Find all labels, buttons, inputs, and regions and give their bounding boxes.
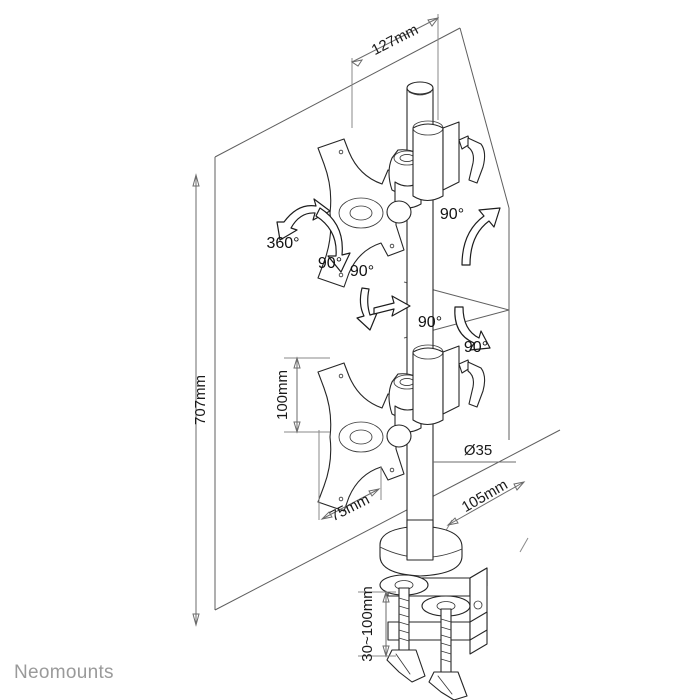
arrow-mid-swivel-90 xyxy=(373,295,411,317)
reference-plane-lines xyxy=(214,27,561,611)
clamp-knob-right-line xyxy=(437,675,453,695)
lower-lever-handle xyxy=(467,361,486,408)
dimension-vesa-height: 100mm xyxy=(274,356,335,434)
lower-vesa-plate xyxy=(317,362,405,512)
brand-logo-text: Neomounts xyxy=(14,662,114,683)
lower-vesa-hole-tl xyxy=(338,373,344,379)
callout-mid-rotate-90: 90° xyxy=(350,263,374,280)
dimension-label-diameter: Ø35 xyxy=(464,442,492,459)
dim-arrow-127-left xyxy=(350,59,364,67)
upper-vesa-hub-outer xyxy=(338,197,384,229)
lower-vesa-hole-br xyxy=(389,467,395,473)
plane-edge-top-right xyxy=(459,27,510,209)
dimension-label-clamp-range: 30~100mm xyxy=(359,586,376,661)
dimension-label-100mm: 100mm xyxy=(274,370,291,420)
pole-top-cap xyxy=(406,81,434,95)
upper-collar-body xyxy=(412,123,444,202)
dim-line-127 xyxy=(351,17,439,63)
dimension-label-707mm: 707mm xyxy=(192,375,209,425)
clamp-screw-right xyxy=(440,608,452,673)
clamp-knob-left-line xyxy=(395,653,411,675)
lower-collar-body xyxy=(412,347,444,426)
dim-line-105 xyxy=(447,481,525,526)
callout-360-degrees: 360° xyxy=(266,235,299,252)
pole-through-base xyxy=(406,519,434,561)
dim-arrow-100-top xyxy=(293,356,301,369)
callout-upper-tilt-90: 90° xyxy=(318,255,342,272)
arrow-360-rotate xyxy=(276,198,331,241)
dim-arrow-707-bottom xyxy=(192,613,200,627)
clamp-back-hole xyxy=(473,600,483,610)
callout-upper-swivel-90: 90° xyxy=(440,206,464,223)
lower-vesa-hole-bl xyxy=(338,496,344,502)
dim-arrow-75-left xyxy=(320,511,333,520)
upper-rotation-arrows: 360° 90° 90° xyxy=(266,198,501,273)
plane-edge-top-left xyxy=(214,27,461,158)
dimension-total-height: 707mm xyxy=(192,173,209,627)
clamp-screw-right-threads xyxy=(440,618,452,663)
upper-vesa-hole-br xyxy=(389,243,395,249)
dim-arrow-100-bottom xyxy=(293,421,301,434)
dimension-label-105mm: 105mm xyxy=(459,476,511,516)
upper-vesa-hub-inner xyxy=(349,205,373,221)
arrow-90-tilt-down xyxy=(315,207,351,273)
ext-line-105-right xyxy=(519,537,529,553)
dim-arrow-707-top xyxy=(192,173,200,187)
upper-lever-handle xyxy=(467,137,486,184)
dim-arrow-127-right xyxy=(427,17,440,27)
plane-edge-desk-right xyxy=(469,429,561,478)
middle-rotation-arrows: 90° 90° 90° xyxy=(350,263,491,356)
pole-top-inner-curve xyxy=(408,91,432,96)
dim-arrow-75-right xyxy=(368,488,381,497)
upper-pivot-ball xyxy=(386,200,412,224)
callout-mid-swivel-90: 90° xyxy=(418,314,442,331)
lower-vesa-hub-inner xyxy=(349,429,373,445)
upper-vesa-hole-bl xyxy=(338,272,344,278)
dim-arrow-range-top xyxy=(382,590,390,603)
clamp-back-plate xyxy=(469,567,488,655)
clamp-lower-arm-side xyxy=(469,611,488,641)
desk-clamp-assembly xyxy=(379,519,488,700)
lower-mount-assembly xyxy=(317,344,486,512)
clamp-knob-right xyxy=(428,671,468,700)
upper-collar-block xyxy=(442,121,460,191)
upper-vesa-hole-tl xyxy=(338,149,344,155)
dim-arrow-105-right xyxy=(513,481,526,491)
dimension-label-127mm: 127mm xyxy=(369,21,421,59)
lower-pivot-ball xyxy=(386,424,412,448)
arrow-lower-swivel-90 xyxy=(454,306,491,351)
clamp-screw-left-threads xyxy=(398,597,410,642)
dim-line-75 xyxy=(321,488,380,520)
arrow-mid-rotate-90 xyxy=(356,287,378,331)
dimension-pole-diameter: Ø35 xyxy=(433,442,516,463)
dim-arrow-105-left xyxy=(446,517,459,526)
dimension-clamp-range: 30~100mm xyxy=(358,586,396,662)
lower-vesa-hub-outer xyxy=(338,421,384,453)
dim-arrow-range-bottom xyxy=(382,645,390,658)
lower-collar-block xyxy=(442,345,460,415)
callout-lower-swivel-90: 90° xyxy=(464,339,488,356)
clamp-knob-left xyxy=(386,649,426,683)
arrow-90-swivel-right xyxy=(461,207,501,266)
